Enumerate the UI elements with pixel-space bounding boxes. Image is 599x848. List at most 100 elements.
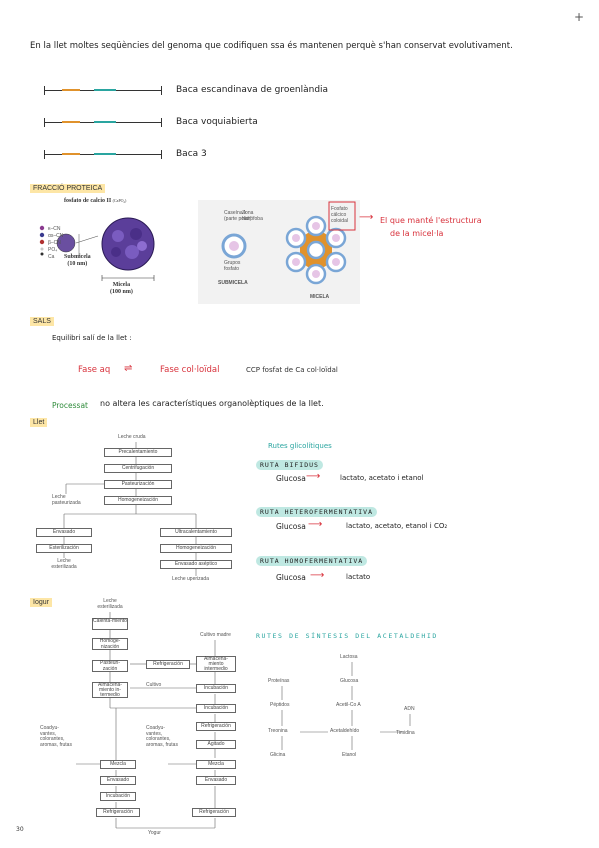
acetaldehid-diagram: Lactosa Glucosa Acetil-Co A Acetaldehído… xyxy=(256,650,436,770)
flow-output: Leche uperizada xyxy=(172,576,209,582)
flow-output: Leche esterilizada xyxy=(51,558,77,570)
sals-text: Equilibri salí de la llet : xyxy=(52,334,132,342)
submicela-label: Submicela xyxy=(64,254,91,260)
section-heading: Iogur xyxy=(30,598,52,607)
node-label: Treonina xyxy=(268,728,288,734)
gene-label: Baca voquiabierta xyxy=(176,117,258,127)
ruta-name: RUTA HOMOFERMENTATIVA xyxy=(256,556,368,566)
ruta-products: lactato xyxy=(346,573,371,581)
section-heading: FRACCIÓ PROTEICA xyxy=(30,184,106,193)
plus-icon[interactable]: + xyxy=(574,10,585,24)
legend-item: PO₄ xyxy=(48,247,58,253)
ruta-name: RUTA BIFIDUS xyxy=(256,460,323,470)
flow-step: Refrigeración xyxy=(192,808,236,817)
node-label: ADN xyxy=(404,706,415,712)
flow-step: Homogeneización xyxy=(160,544,232,553)
arrow-right-icon: ⟶ xyxy=(308,519,323,530)
flow-step: Mezcla xyxy=(196,760,236,769)
ruta-products: lactato, acetato i etanol xyxy=(340,474,424,482)
node-label: Lactosa xyxy=(340,654,358,660)
flow-step: Refrigeración xyxy=(146,660,190,669)
ruta-name: RUTA HETEROFERMENTATIVA xyxy=(256,507,378,517)
note-line: de la micel·la xyxy=(390,229,444,238)
gene-label: Baca 3 xyxy=(176,149,207,159)
flow-step: Refrigeración xyxy=(96,808,140,817)
ccp-text: CCP fosfat de Ca col·loïdal xyxy=(246,366,338,374)
micelle-structure-drawing xyxy=(221,201,356,285)
flow-step: Envasado xyxy=(36,528,92,537)
processat-word: Processat xyxy=(52,401,88,410)
section-heading: Llet xyxy=(30,418,48,427)
micela-size: (100 nm) xyxy=(110,289,133,295)
micela-caption: MICELA xyxy=(310,294,330,300)
flow-label: Coadyu-vantes, colorantes, aromas, fruta… xyxy=(40,725,72,748)
submicela-size: (10 nm) xyxy=(67,261,88,267)
node-label: Proteínas xyxy=(268,678,290,684)
flow-label: Coadyu-vantes, colorantes, aromas, fruta… xyxy=(146,725,178,748)
node-label: Acetil-Co A xyxy=(336,702,361,708)
flow-step: Calenta-miento xyxy=(92,618,128,630)
node-label: Etanol xyxy=(342,752,357,758)
legend-item: αs–CN xyxy=(48,233,64,239)
flow-step: Agitado xyxy=(196,740,236,749)
flow-output: Leche pasteurizada xyxy=(52,494,81,506)
flow-step: Mezcla xyxy=(100,760,136,769)
ruta-substrate: Glucosa xyxy=(276,522,306,531)
flow-step: Homogeneización xyxy=(104,496,172,505)
fase-col: Fase col·loïdal xyxy=(160,365,220,375)
flow-output: Yogur xyxy=(148,830,161,836)
node-label: Glucosa xyxy=(340,678,359,684)
page-number: 30 xyxy=(16,826,24,833)
gene-label: Baca escandinava de groenlàndia xyxy=(176,85,329,95)
ruta-substrate: Glucosa xyxy=(276,573,306,582)
micelle-note: El que manté l'estructura de la micel·la xyxy=(380,214,482,240)
flow-step: Envasado xyxy=(100,776,136,785)
flow-step: Almacena-miento in-termedio xyxy=(92,682,128,698)
arrow-right-icon: ⟶ xyxy=(310,570,325,581)
yogurt-process-flowchart: Leche esterilizada Calenta-miento Homoge… xyxy=(40,598,250,838)
flow-step: Almacena-miento intermedio xyxy=(196,656,236,672)
micelle-structure-figure: Caseína k (parte polar) Zona hidrófoba G… xyxy=(198,200,360,304)
flow-step: Envasado xyxy=(196,776,236,785)
processat-text: no altera les característiques organolèp… xyxy=(100,399,324,408)
node-label: Glicina xyxy=(270,752,286,758)
acetaldehid-lines xyxy=(281,662,411,750)
flow-step: Ultracalentamiento xyxy=(160,528,232,537)
flow-step: Incubación xyxy=(196,684,236,693)
flow-step: Envasado aséptico xyxy=(160,560,232,569)
equilibrium-arrow-icon: ⇌ xyxy=(124,363,133,374)
grupos-label: Grupos fosfato xyxy=(224,260,241,272)
legend-item: Ca xyxy=(48,254,55,260)
micela-label: Micela xyxy=(112,282,131,288)
flow-step: Centrifugación xyxy=(104,464,172,473)
ruta-substrate: Glucosa xyxy=(276,474,306,483)
flow-step: Homoge-nización xyxy=(92,638,128,650)
fase-aq: Fase aq xyxy=(78,365,111,375)
flowchart-lines xyxy=(63,442,197,576)
flow-step: Pasteuri-zación xyxy=(92,660,128,672)
zona-label: Zona hidrófoba xyxy=(242,210,263,222)
flow-step: Incubación xyxy=(196,704,236,713)
note-line: El que manté l'estructura xyxy=(380,216,482,225)
micelle-drawing xyxy=(39,217,155,281)
ruta-products: lactato, acetato, etanol i CO₂ xyxy=(346,522,448,530)
note-arrow-icon: ⟶ xyxy=(359,212,374,223)
rutes-title: Rutes glicolítiques xyxy=(268,442,332,450)
flow-step: Esterilización xyxy=(36,544,92,553)
flow-label: Cultivo xyxy=(146,682,162,688)
section-heading: SALS xyxy=(30,317,54,326)
caseina-label: Caseína k (parte polar) xyxy=(224,210,252,222)
acetaldehid-title: RUTES DE SÍNTESIS DEL ACETALDEHID xyxy=(256,632,438,640)
legend-item: κ–CN xyxy=(48,226,61,232)
flow-label: Cultivo madre xyxy=(200,632,231,638)
flow-step: Pasteurización xyxy=(104,480,172,489)
arrow-right-icon: ⟶ xyxy=(306,471,321,482)
flow-label: Leche cruda xyxy=(118,434,146,440)
node-label: Acetaldehído xyxy=(330,728,360,734)
figure-title: fosfato de calcio II xyxy=(64,198,112,204)
node-label: Timidina xyxy=(396,730,415,736)
milk-process-flowchart: Leche cruda Precalentamiento Centrifugac… xyxy=(36,430,246,590)
legend-item: β–CN xyxy=(48,240,61,246)
flow-step: Refrigeración xyxy=(196,722,236,731)
submicela-caption: SUBMICELA xyxy=(218,280,248,286)
